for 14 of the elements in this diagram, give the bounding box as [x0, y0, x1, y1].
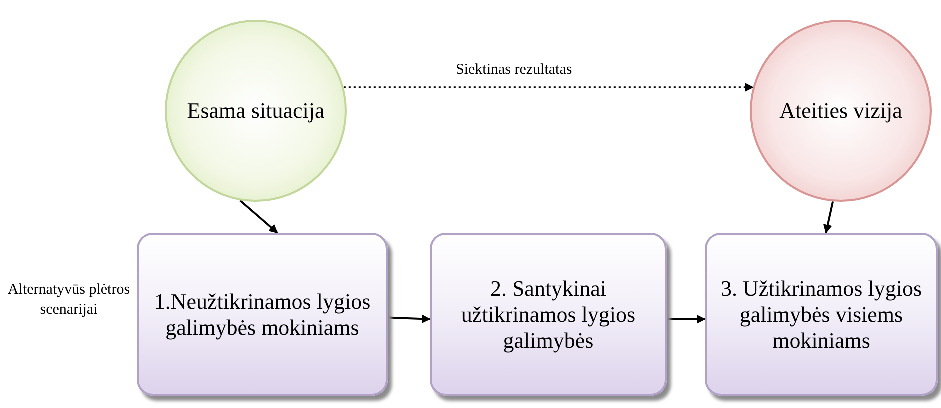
- arrow: [240, 200, 278, 234]
- arrow: [824, 201, 834, 234]
- node-text: Esama situacija: [186, 98, 326, 124]
- arrow: [667, 314, 706, 324]
- node-text: 3. Užtikrinamos lygios galimybės visiems mokiniams: [720, 276, 924, 354]
- scenario-box: [705, 233, 938, 396]
- arrow: [388, 314, 431, 324]
- arrow: [344, 82, 754, 92]
- node-text: Ateities vizija: [778, 98, 904, 124]
- node-text: 2. Santykinai užtikrinamos lygios galimybės: [460, 276, 637, 354]
- scenario-box: [430, 233, 667, 396]
- side-label: Alternatyvūs plėtros scenarijai: [6, 281, 132, 320]
- scenario-box: [137, 233, 388, 396]
- node-text: 1.Neužtikrinamos lygios galimybės mokiniams: [153, 288, 372, 340]
